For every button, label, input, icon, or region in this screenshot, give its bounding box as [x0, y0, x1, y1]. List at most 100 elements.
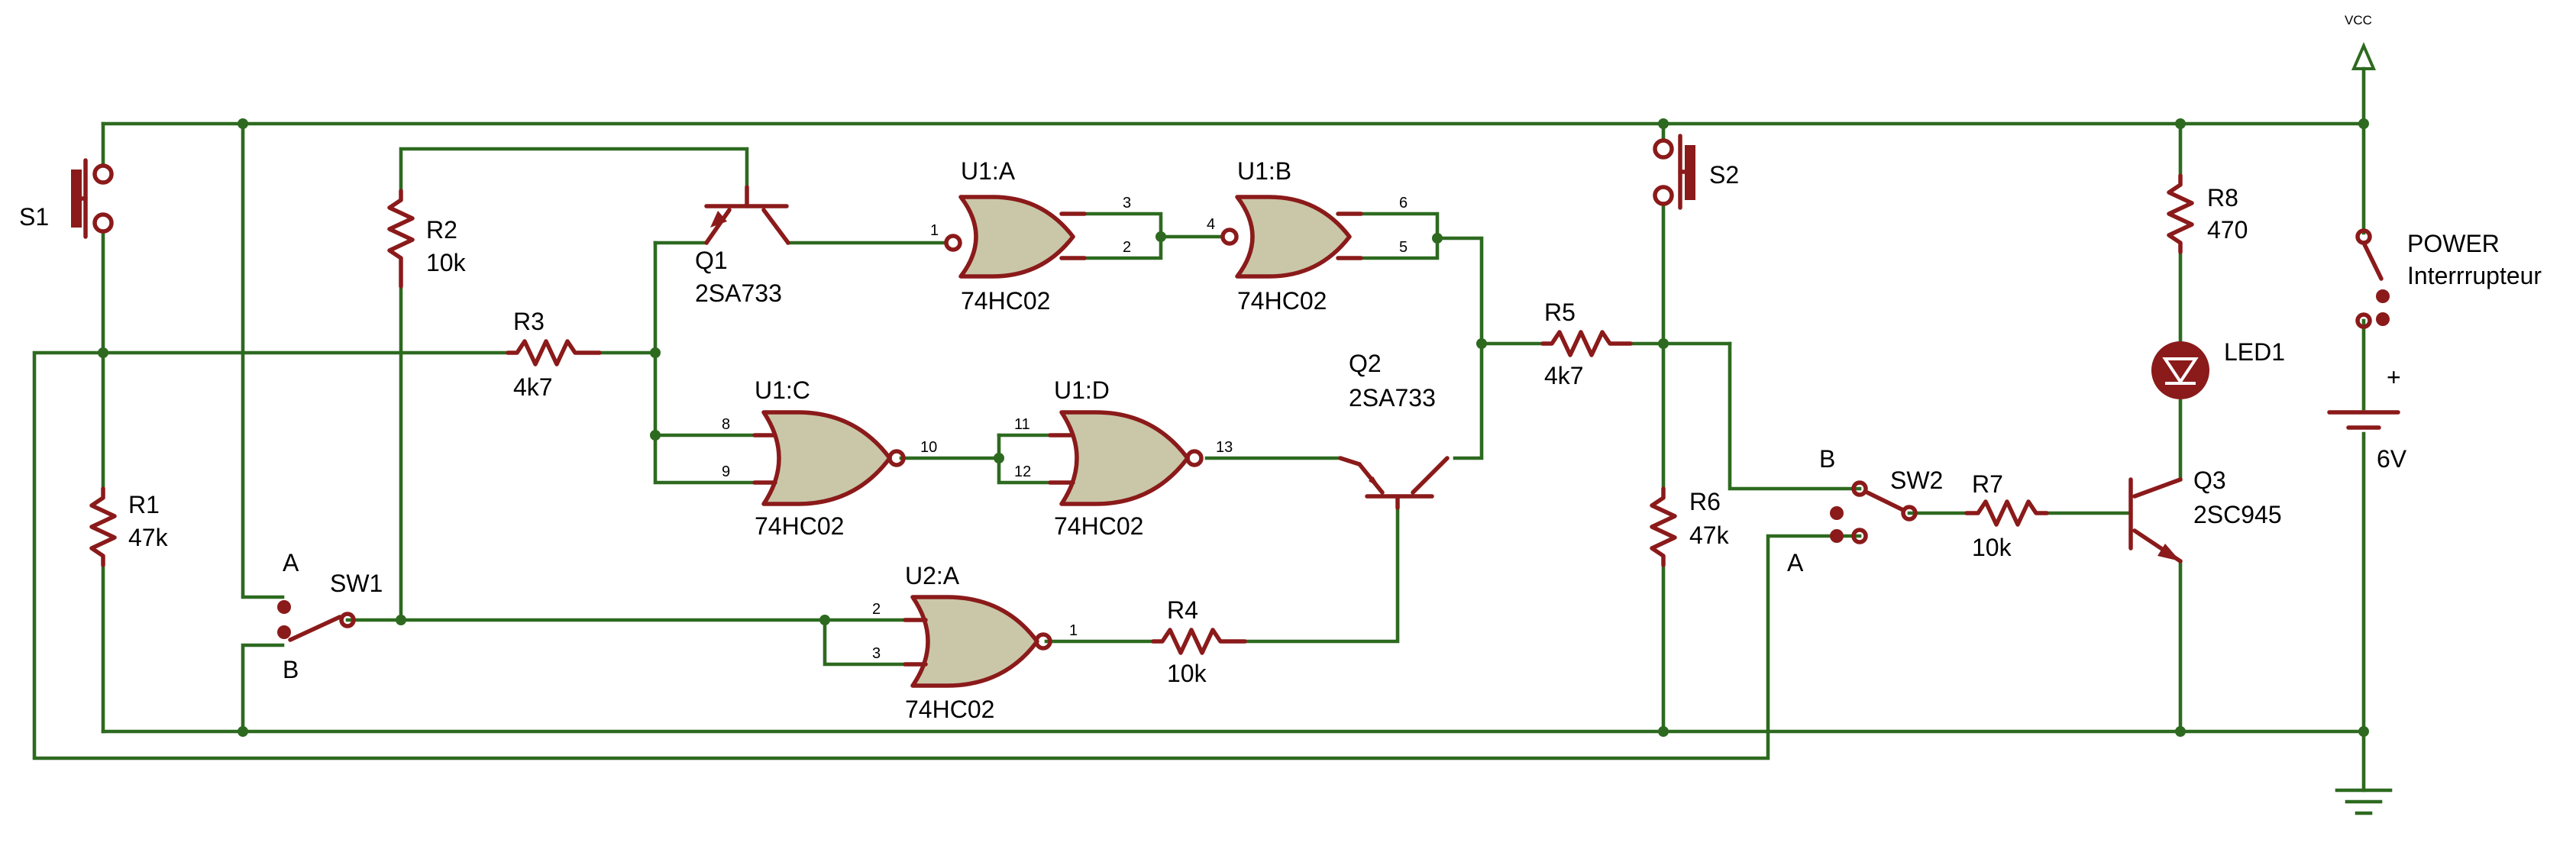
junction-dot	[238, 118, 248, 129]
resistor-r4: R4 10k	[1151, 596, 1247, 687]
selector-switch-sw1: A B SW1	[277, 549, 383, 683]
r5-name: R5	[1544, 299, 1576, 326]
resistor-r1: R1 47k	[89, 486, 169, 567]
wire-r2-top	[399, 147, 749, 193]
r4-name: R4	[1167, 596, 1198, 624]
u1a-name: U1:A	[961, 157, 1016, 185]
wire-q1-base	[653, 241, 757, 485]
u1c-pin-10: 10	[920, 439, 937, 456]
q3-value: 2SC945	[2193, 501, 2282, 528]
junction-dot	[2358, 726, 2369, 737]
nor-gate-u2a: 2 3 1 U2:A 74HC02	[872, 562, 1078, 723]
sw1-label: SW1	[330, 570, 383, 597]
wire-u1d-inputs	[997, 433, 1052, 485]
r4-value: 10k	[1167, 660, 1207, 687]
u2a-pin-3: 3	[872, 645, 881, 662]
u1a-part: 74HC02	[961, 287, 1050, 315]
resistor-r8: R8 470	[2167, 173, 2248, 254]
resistor-r5: R5 4k7	[1540, 299, 1633, 389]
u1b-pin-4: 4	[1207, 216, 1215, 233]
u1d-pin-12: 12	[1014, 463, 1031, 480]
wire-u1b-to-q2	[1435, 236, 1484, 460]
resistor-r2: R2 10k	[387, 189, 467, 289]
r1-value: 47k	[128, 524, 169, 551]
transistor-q1: Q1 2SA733	[695, 185, 790, 307]
sw2-a-label: A	[1787, 549, 1804, 576]
wire-q2-collector	[1243, 505, 1400, 644]
nor-gate-u1b: 4 6 5 U1:B 74HC02	[1207, 157, 1408, 315]
junction-dot	[2358, 118, 2369, 129]
r2-name: R2	[426, 216, 457, 244]
r3-name: R3	[513, 308, 545, 335]
u1b-part: 74HC02	[1237, 287, 1327, 315]
sw2-label: SW2	[1890, 467, 1943, 494]
resistor-r6: R6 47k	[1650, 486, 1730, 567]
led-name: LED1	[2224, 338, 2285, 366]
junction-dot	[819, 615, 830, 625]
u1d-part: 74HC02	[1054, 512, 1143, 540]
wire-u2a-inputs	[823, 618, 907, 667]
junction-dot	[1476, 338, 1487, 349]
r7-value: 10k	[1972, 534, 2012, 561]
u1c-pin-8: 8	[722, 416, 730, 433]
nor-gate-u1c: 8 9 10 U1:C 74HC02	[722, 376, 937, 540]
u1d-pin-11: 11	[1014, 416, 1030, 433]
junction-dot	[994, 453, 1004, 463]
u1d-pin-13: 13	[1216, 439, 1233, 456]
pushbutton-s2: S2	[1653, 134, 1739, 210]
q2-value: 2SA733	[1349, 384, 1436, 412]
junction-dot	[98, 347, 108, 358]
selector-switch-sw2: B A SW2	[1787, 445, 1943, 576]
u1a-pin-3: 3	[1123, 195, 1131, 212]
s1-label: S1	[19, 203, 49, 231]
r2-value: 10k	[426, 249, 467, 276]
sw2-b-label: B	[1819, 445, 1835, 473]
power-switch-value: Interrrupteur	[2407, 262, 2542, 289]
junction-dot	[238, 726, 248, 737]
q1-name: Q1	[695, 247, 728, 274]
ground-symbol	[2335, 788, 2393, 815]
sw1-a-label: A	[283, 549, 299, 576]
s2-label: S2	[1709, 161, 1739, 189]
r3-value: 4k7	[513, 373, 553, 401]
r6-name: R6	[1689, 488, 1721, 515]
u1b-pin-6: 6	[1399, 195, 1408, 212]
q3-name: Q3	[2193, 467, 2226, 494]
junction-dot	[650, 347, 661, 358]
junction-dot	[1658, 338, 1669, 349]
junction-dot	[650, 430, 661, 441]
u1d-name: U1:D	[1054, 376, 1110, 404]
power-switch-name: POWER	[2407, 230, 2500, 257]
sw1-b-label: B	[283, 656, 299, 683]
pushbutton-s1: S1	[19, 158, 114, 239]
junction-dot	[1658, 118, 1669, 129]
vcc-label: VCC	[2345, 13, 2372, 27]
u2a-part: 74HC02	[905, 696, 994, 723]
battery: + 6V	[2327, 363, 2407, 473]
power-switch: POWER Interrrupteur	[2355, 228, 2542, 329]
junction-dot	[2175, 726, 2186, 737]
transistor-q2: Q2 2SA733	[1338, 350, 1450, 510]
u1b-name: U1:B	[1237, 157, 1291, 185]
resistor-r3: R3 4k7	[506, 308, 602, 401]
u1c-pin-9: 9	[722, 463, 730, 480]
r7-name: R7	[1972, 470, 2003, 498]
nor-gate-u1d: 11 12 13 U1:D 74HC02	[1014, 376, 1233, 540]
junction-dot	[1432, 233, 1443, 244]
r8-name: R8	[2207, 184, 2238, 212]
u1a-pin-1: 1	[930, 222, 939, 239]
junction-dot	[396, 615, 406, 625]
wire-sw1-a	[241, 121, 285, 599]
r5-value: 4k7	[1544, 362, 1584, 389]
junction-dot	[2175, 118, 2186, 129]
junction-dot	[1155, 231, 1166, 242]
q2-name: Q2	[1349, 350, 1382, 377]
u1c-part: 74HC02	[755, 512, 844, 540]
wire-sw2-b	[1728, 341, 1862, 491]
vcc-terminal: VCC	[2345, 13, 2377, 70]
nor-gate-u1a: 1 3 2 U1:A 74HC02	[930, 157, 1131, 315]
led-1: LED1	[2151, 338, 2285, 399]
q1-value: 2SA733	[695, 279, 782, 307]
u1c-name: U1:C	[755, 376, 810, 404]
